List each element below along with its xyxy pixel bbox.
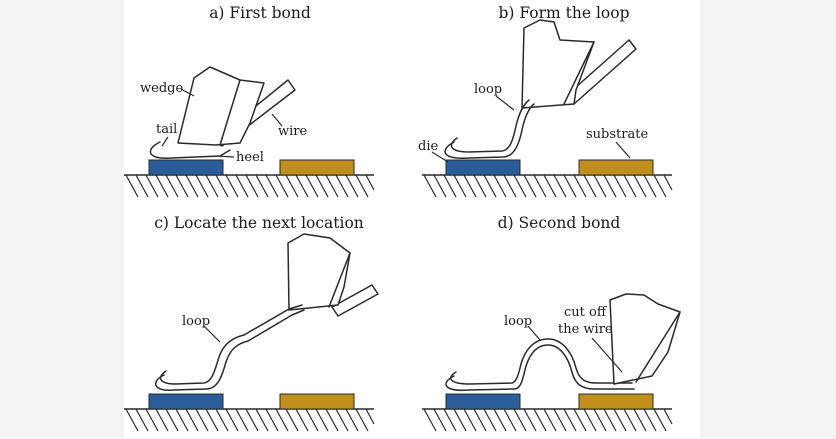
panel-d-die: [445, 393, 521, 410]
panel-b-substrate: [578, 159, 654, 176]
panel-b-loop: [444, 103, 535, 159]
panel-d-title: d) Second bond: [498, 214, 621, 232]
panel-c-wedge: [287, 233, 351, 311]
panel-c-substrate: [279, 393, 355, 410]
label-wire: wire: [278, 124, 307, 139]
panel-c-title: c) Locate the next location: [154, 214, 364, 232]
panel-d-ground: [421, 408, 673, 432]
panel-b-ground: [421, 174, 673, 198]
label-heel: heel: [236, 150, 264, 165]
label-substrate: substrate: [586, 127, 648, 142]
panel-d: d) Second bond loop cut off the wire: [421, 214, 681, 432]
label-loop-b: loop: [474, 82, 502, 97]
label-loop-d: loop: [504, 314, 532, 329]
panel-d-loop: [445, 344, 635, 392]
label-cut-off-1: cut off: [564, 305, 608, 320]
panel-b-title: b) Form the loop: [498, 4, 629, 22]
label-die: die: [418, 139, 438, 154]
panel-c-loop: [155, 309, 305, 391]
panel-c-ground: [124, 408, 375, 432]
label-wedge: wedge: [140, 81, 183, 96]
label-tail: tail: [156, 122, 177, 137]
panel-c-die: [148, 393, 224, 410]
label-loop-c: loop: [182, 314, 210, 329]
panel-a: a) First bond wedge tail wire heel: [124, 4, 375, 198]
panel-d-substrate: [578, 393, 654, 410]
panel-a-wedge: [177, 66, 265, 146]
wire-bonding-figure: a) First bond wedge tail wire heel b) Fo…: [124, 0, 700, 439]
panel-a-die: [148, 159, 224, 176]
label-cut-off-2: the wire: [558, 322, 613, 337]
panel-a-ground: [124, 174, 375, 198]
panel-c: c) Locate the next location loop: [124, 214, 379, 432]
panel-a-title: a) First bond: [209, 4, 311, 22]
panel-b: b) Form the loop loop die substrate: [418, 4, 673, 198]
panel-b-die: [445, 159, 521, 176]
panel-a-bond-wire: [149, 141, 231, 159]
panel-c-wire-feed: [331, 284, 379, 317]
panel-a-substrate: [279, 159, 355, 176]
